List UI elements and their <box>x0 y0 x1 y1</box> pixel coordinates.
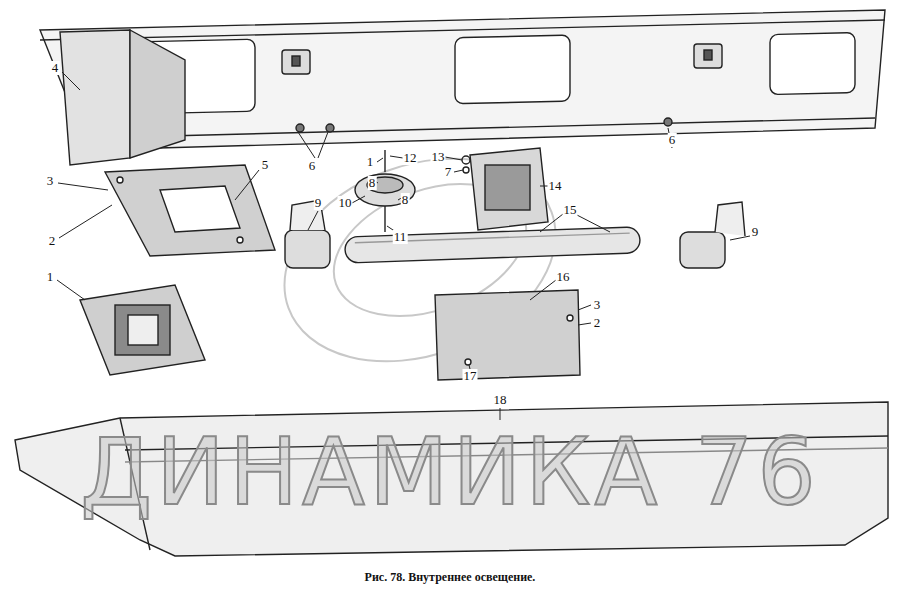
callout-number: 4 <box>51 61 60 75</box>
callout-number: 2 <box>593 316 602 330</box>
callout-number: 6 <box>308 159 317 173</box>
callout-number: 3 <box>593 298 602 312</box>
callout-number: 6 <box>668 133 677 147</box>
callout-number: 3 <box>46 174 55 188</box>
callout-number: 8 <box>401 193 410 207</box>
callout-number: 2 <box>48 234 57 248</box>
callout-number: 7 <box>444 165 453 179</box>
callout-number: 15 <box>563 203 578 217</box>
figure-caption: Рис. 78. Внутреннее освещение. <box>365 570 536 585</box>
callout-number: 18 <box>493 393 508 407</box>
callout-number: 12 <box>403 151 418 165</box>
callout-number: 9 <box>314 196 323 210</box>
callout-number: 5 <box>261 158 270 172</box>
callout-number: 13 <box>431 150 446 164</box>
callout-number: 8 <box>368 176 377 190</box>
callout-number: 17 <box>463 369 478 383</box>
watermark: ДИНАМИКА 76 <box>80 419 820 526</box>
callout-number: 14 <box>548 179 563 193</box>
callout-number: 1 <box>46 270 55 284</box>
callout-number: 1 <box>366 155 375 169</box>
callout-number: 10 <box>338 196 353 210</box>
callout-number: 16 <box>556 270 571 284</box>
callout-number: 11 <box>393 230 408 244</box>
callout-number: 9 <box>751 225 760 239</box>
